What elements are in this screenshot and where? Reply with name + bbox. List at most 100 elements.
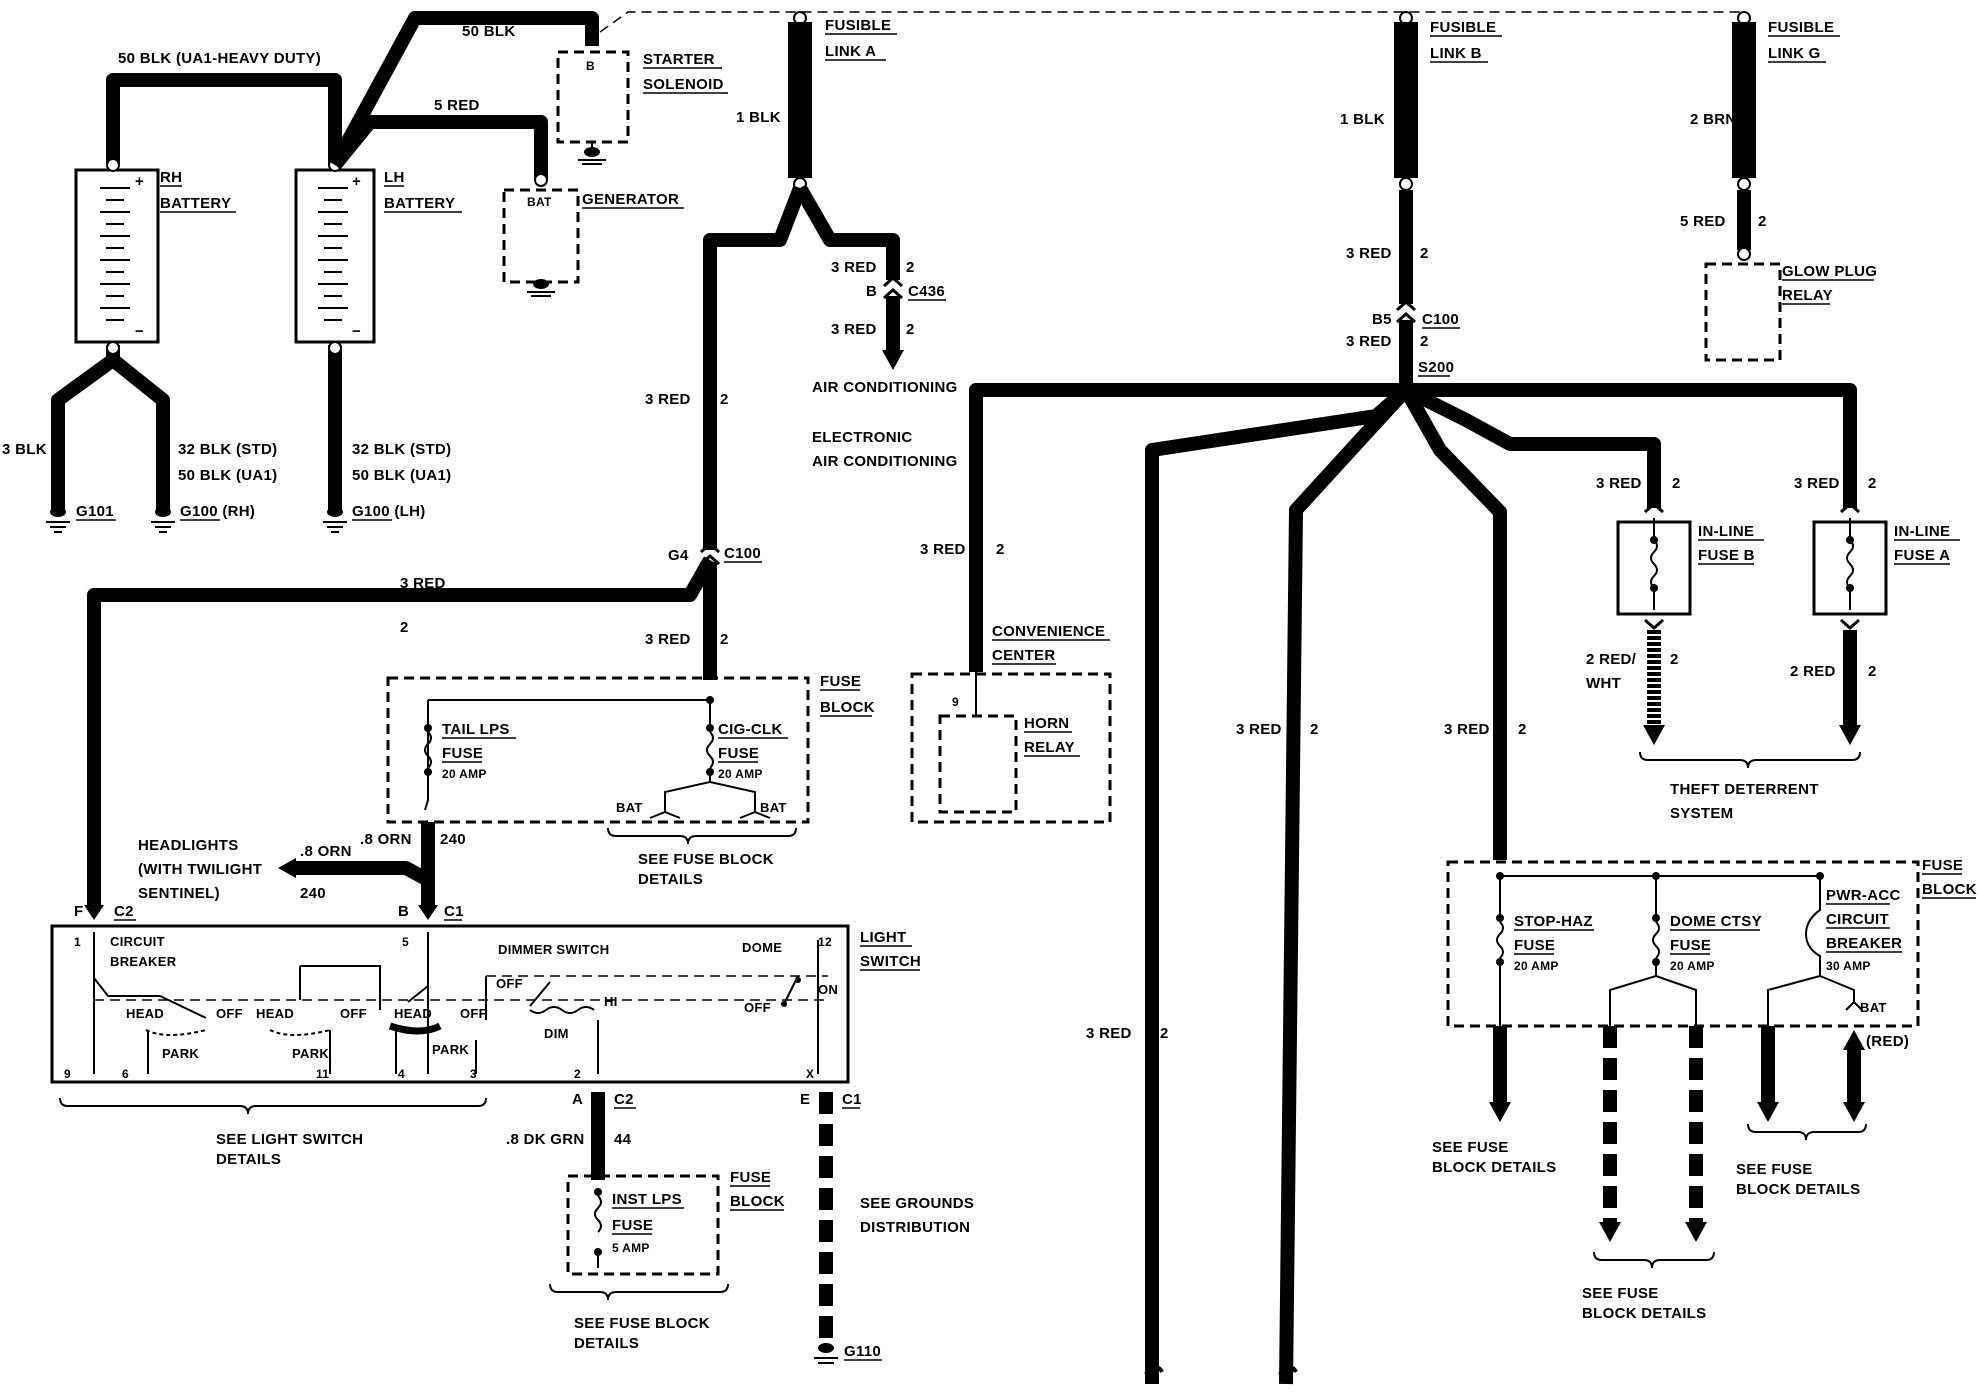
fusible-link-a: FUSIBLE LINK A 1 BLK (736, 11, 897, 191)
dome-ctsy-amp: 20 AMP (1670, 959, 1715, 973)
label-headlights-2: (WITH TWILIGHT (138, 861, 262, 878)
wire-label-d-2: 2 (1518, 721, 1527, 738)
wire-label-light-2: 2 (400, 619, 409, 636)
rh-battery-plus: + (135, 173, 144, 190)
wire-label-8orn: .8 ORN (360, 831, 412, 848)
light-switch: LIGHT SWITCH F C2 B C1 1 CIRCUIT BREAKER… (50, 903, 921, 1168)
wire-label-3red-ac-bottom: 3 RED (831, 321, 877, 338)
switch-park-1: PARK (162, 1046, 199, 1061)
fuse-block-inst-lps: INST LPS FUSE 5 AMP FUSE BLOCK SEE FUSE … (549, 1169, 785, 1352)
connector-c100-left: C100 (724, 545, 761, 562)
connector-b-c1: B (398, 903, 409, 920)
wire-label-ac-bottom-2: 2 (906, 321, 915, 338)
lh-battery-plus: + (352, 173, 361, 190)
wire-label-3red-d: 3 RED (1444, 721, 1490, 738)
wire-rh-ground-2 (108, 354, 170, 510)
wire-label-3red-left: 3 RED (645, 391, 691, 408)
wire-label-fb-2: 2 (1672, 475, 1681, 492)
wire-label-fuse-2: 2 (720, 631, 729, 648)
starter-solenoid-label: STARTER (643, 51, 715, 68)
wire-50blk-starter (328, 11, 599, 169)
wire-label-3red-ac-top: 3 RED (831, 259, 877, 276)
dome-label: DOME (742, 940, 782, 955)
connector-f: F (74, 903, 83, 920)
inline-fuse-b-label-2: FUSE B (1698, 547, 1755, 564)
wire-5red-generator (329, 115, 548, 178)
cig-clk-amp: 20 AMP (718, 767, 763, 781)
stop-haz-fuse-name: STOP-HAZ (1514, 913, 1593, 930)
fuse-block-label-inst: FUSE (730, 1169, 771, 1186)
wire-label-2red-n: 2 (1868, 663, 1877, 680)
connector-a: A (572, 1091, 583, 1108)
pin-2: 2 (574, 1067, 581, 1081)
wire-label-e-2: 2 (1160, 1025, 1169, 1042)
dimmer-hi: HI (604, 994, 618, 1009)
inst-lps-fuse-name: INST LPS (612, 1191, 682, 1208)
fuse-block-tail-cig: FUSE BLOCK TAIL LPS FUSE 20 AMP CIG-CLK … (386, 673, 875, 888)
fuse-block-label-inst-2: BLOCK (730, 1193, 785, 1210)
fuse-block-label: FUSE (820, 673, 861, 690)
fusible-link-b-label-2: LINK B (1430, 45, 1482, 62)
cig-bat-left: BAT (616, 800, 643, 815)
tail-lps-fuse: FUSE (442, 745, 483, 762)
fusible-link-b-wire: 1 BLK (1340, 111, 1385, 128)
wire-label-2redwht-n: 2 (1670, 651, 1679, 668)
wire-label-2red: 2 RED (1790, 663, 1836, 680)
see-fuse-block-details-2: SEE FUSE BLOCK (574, 1315, 710, 1332)
top-dashed-link (599, 11, 1744, 33)
wire-label-3red-b1: 3 RED (1346, 245, 1392, 262)
bat-red-label: (RED) (1866, 1033, 1909, 1050)
pwr-acc-amp: 30 AMP (1826, 959, 1871, 973)
wire-label-ac-top-2: 2 (906, 259, 915, 276)
wire-label-b1-2: 2 (1420, 245, 1429, 262)
wire-label-3red-fb: 3 RED (1596, 475, 1642, 492)
wire-label-2redwht: 2 RED/ (1586, 651, 1637, 668)
rh-battery-label: RH (160, 169, 182, 186)
wire-label-5red-glow: 5 RED (1680, 213, 1726, 230)
see-fuse-block-details-5: SEE FUSE (1736, 1161, 1813, 1178)
circuit-breaker-label: CIRCUIT (110, 934, 165, 949)
see-fuse-block-details-1: SEE FUSE BLOCK (638, 851, 774, 868)
horn-relay-label: HORN (1024, 715, 1069, 732)
right-fuse-outputs: (RED) SEE FUSE BLOCK DETAILS SEE FUSE BL… (1432, 1026, 1909, 1322)
see-grounds-distribution-2: DISTRIBUTION (860, 1219, 970, 1236)
wire-label-rh-32blk: 32 BLK (STD) (178, 441, 277, 458)
stop-haz-amp: 20 AMP (1514, 959, 1559, 973)
see-fuse-block-details-2b: DETAILS (574, 1335, 639, 1352)
light-switch-label: LIGHT (860, 929, 907, 946)
switch-head-3: HEAD (394, 1006, 432, 1021)
generator (502, 188, 580, 284)
see-fuse-block-details-3b: BLOCK DETAILS (1432, 1159, 1556, 1176)
pin-4: 4 (398, 1067, 405, 1081)
fusible-link-a-label: FUSIBLE (825, 17, 891, 34)
wire-50blk-ua1 (106, 73, 342, 165)
wire-label-3red-c: 3 RED (1236, 721, 1282, 738)
see-light-switch-details-2: DETAILS (216, 1151, 281, 1168)
label-headlights-3: SENTINEL) (138, 885, 220, 902)
cig-clk-fuse: FUSE (718, 745, 759, 762)
wire-label-2redwht-2: WHT (1586, 675, 1621, 692)
ground-label-g100-lh: G100 (LH) (352, 503, 426, 520)
fuse-block-right-label: FUSE (1922, 857, 1963, 874)
inline-fuse-b-label: IN-LINE (1698, 523, 1754, 540)
dimmer-off: OFF (496, 976, 523, 991)
label-air-conditioning: AIR CONDITIONING (812, 379, 958, 396)
wire-label-c-2: 2 (1310, 721, 1319, 738)
fusible-link-g: FUSIBLE LINK G 2 BRN (1690, 11, 1840, 191)
inline-fuse-a-label: IN-LINE (1894, 523, 1950, 540)
see-fuse-block-details-1b: DETAILS (638, 871, 703, 888)
wire-label-3red-e: 3 RED (1086, 1025, 1132, 1042)
pwr-acc-cb-name-3: BREAKER (1826, 935, 1902, 952)
wire-label-horn-2: 2 (996, 541, 1005, 558)
inst-lps-amp: 5 AMP (612, 1241, 650, 1255)
generator-label: GENERATOR (582, 191, 679, 208)
rh-battery (74, 168, 160, 344)
wire-label-left-2: 2 (720, 391, 729, 408)
glow-plug-relay: 5 RED 2 GLOW PLUG RELAY (1680, 190, 1877, 362)
connector-c100-right: C100 (1422, 311, 1459, 328)
ground-label-g110: G110 (844, 1343, 881, 1360)
pin-1: 1 (74, 935, 81, 949)
inst-lps-fuse: FUSE (612, 1217, 653, 1234)
dimmer-dim: DIM (544, 1026, 569, 1041)
